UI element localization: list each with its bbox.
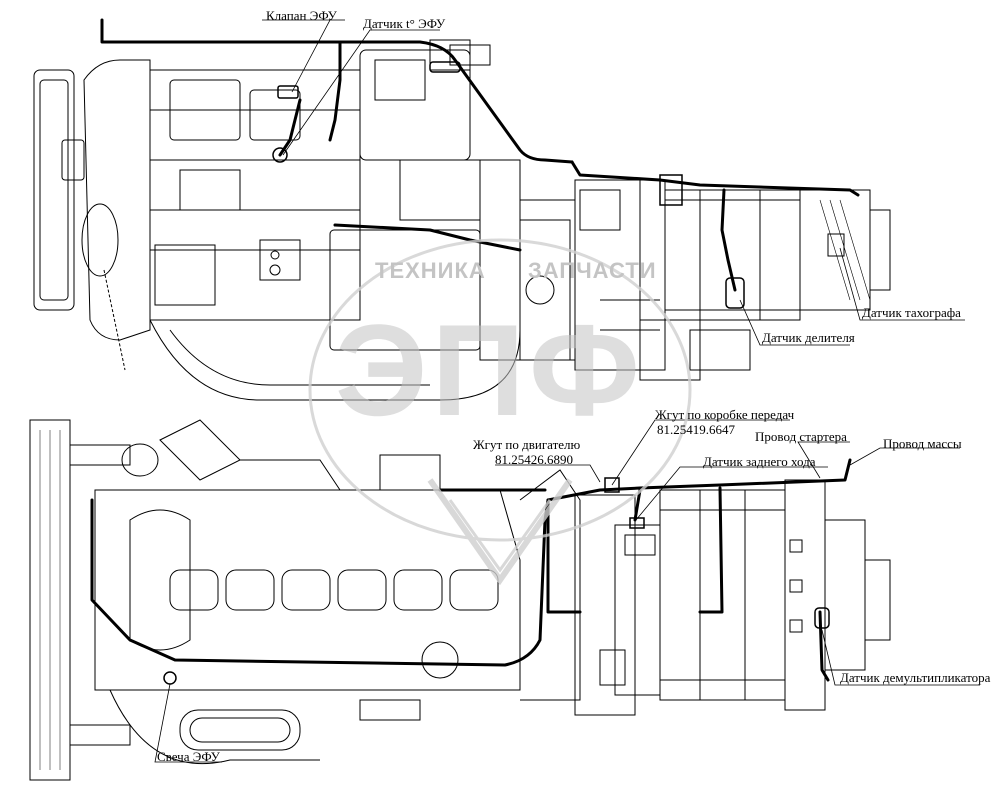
- watermark-brand-left: ТЕХНИКА: [375, 258, 486, 283]
- top-leader-lines: [262, 19, 965, 346]
- top-sensors: [272, 61, 745, 309]
- bottom-engine-top-view: [29, 419, 891, 781]
- label-valve-efu: Клапан ЭФУ: [266, 8, 337, 23]
- label-sensor-tachograph: Датчик тахографа: [862, 305, 961, 320]
- label-harness-engine-code: 81.25426.6890: [495, 452, 573, 467]
- watermark: [308, 238, 692, 586]
- label-sensor-t-efu: Датчик t° ЭФУ: [363, 16, 446, 31]
- label-wire-ground: Провод массы: [883, 436, 962, 451]
- label-sensor-divider: Датчик делителя: [762, 330, 855, 345]
- top-engine-side-view: [33, 39, 891, 401]
- label-glow-plug-efu: Свеча ЭФУ: [157, 749, 220, 764]
- label-wire-starter: Провод стартера: [755, 429, 847, 444]
- label-harness-gearbox-code: 81.25419.6647: [657, 422, 735, 437]
- watermark-logo: ЭПФ: [335, 297, 644, 443]
- label-harness-gearbox: Жгут по коробке передач: [655, 407, 795, 422]
- watermark-brand-right: ЗАПЧАСТИ: [528, 258, 657, 283]
- bottom-sensors: [163, 477, 830, 685]
- label-sensor-reverse: Датчик заднего хода: [703, 454, 816, 469]
- label-sensor-demultiplier: Датчик демультипликатора: [840, 670, 991, 685]
- bottom-leader-lines: [154, 419, 980, 763]
- label-harness-engine: Жгут по двигателю: [473, 437, 581, 452]
- top-harness: [100, 18, 860, 292]
